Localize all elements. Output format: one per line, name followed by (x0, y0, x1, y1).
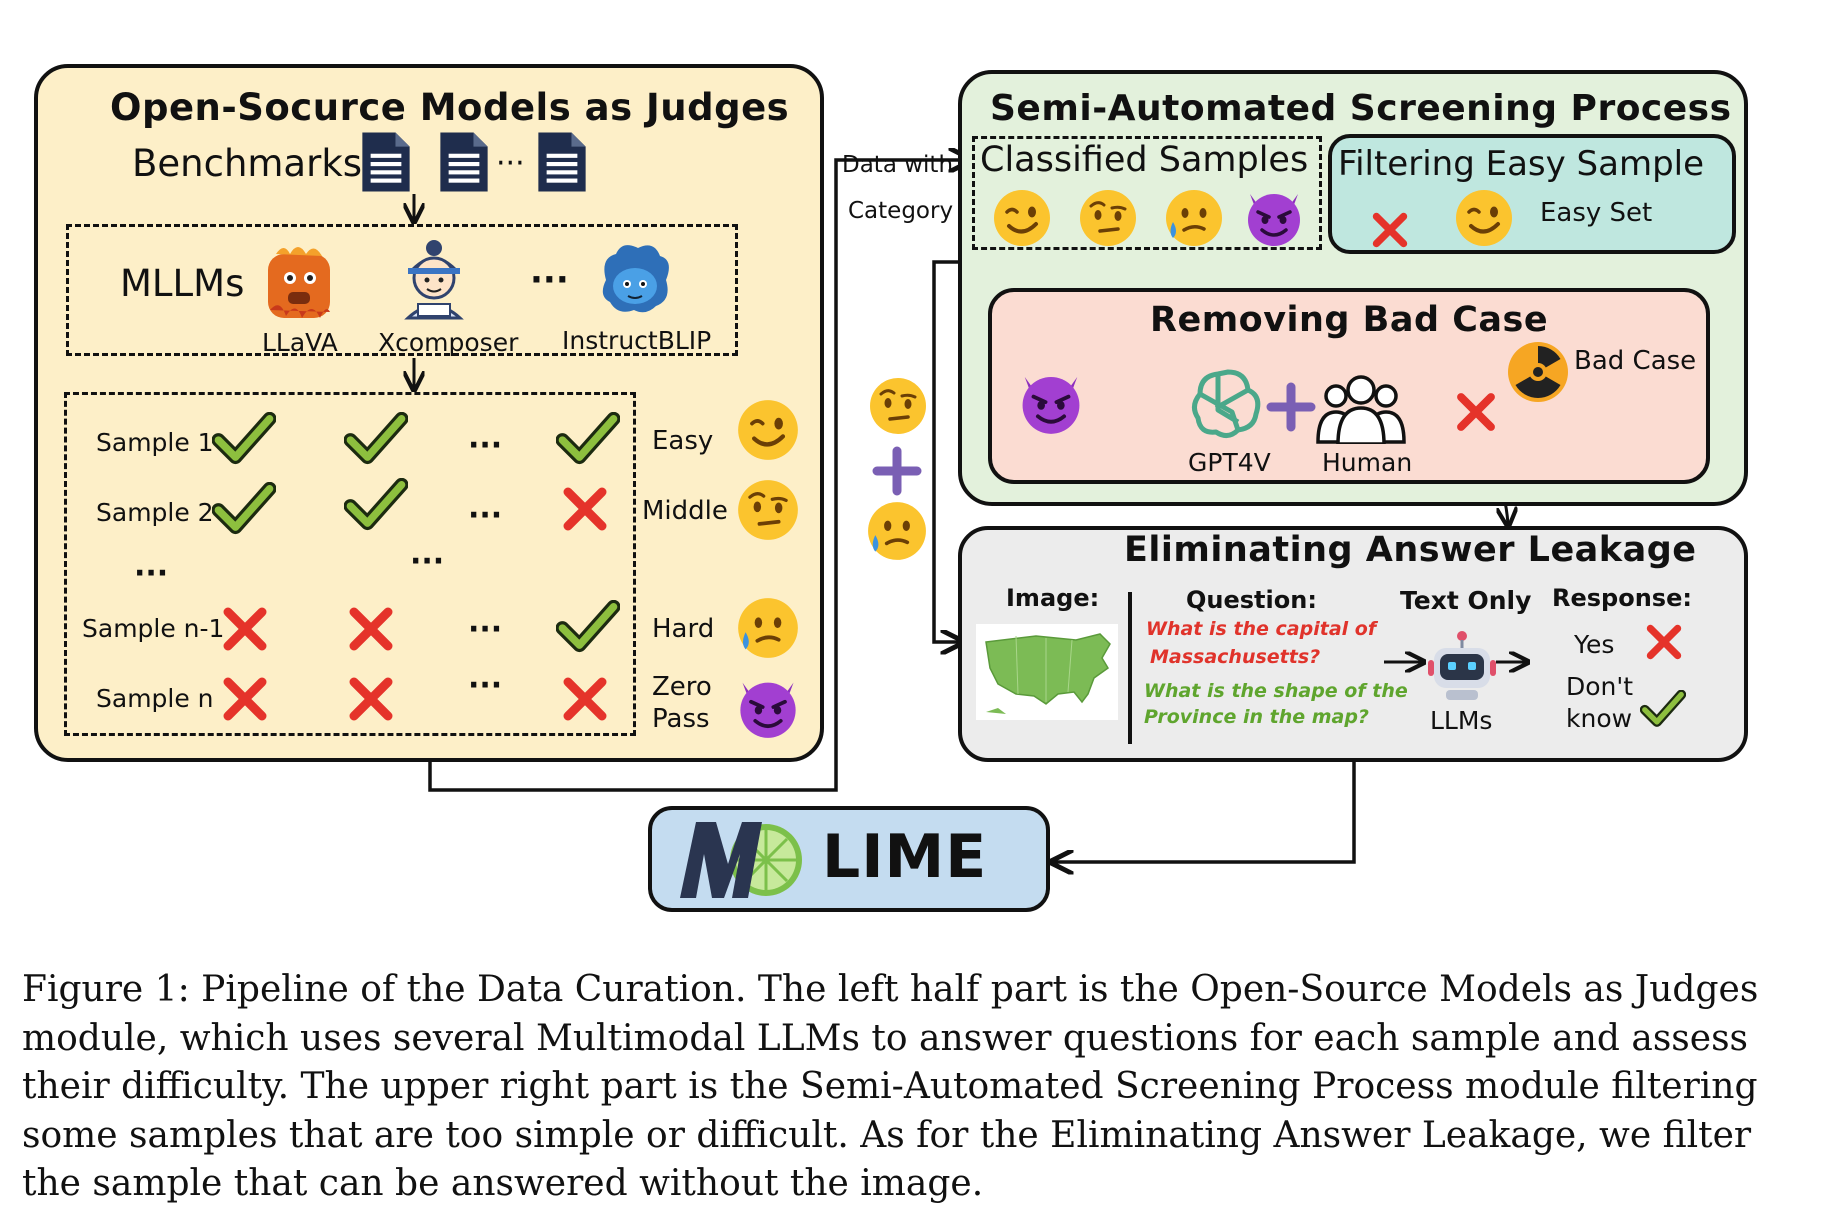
classified-samples-box (972, 136, 1322, 250)
rows-ellipsis: ··· (134, 556, 169, 591)
sample-label: Sample 1 (96, 428, 214, 457)
response-dont: Don't (1566, 672, 1634, 701)
lime-logo-icon (680, 822, 802, 898)
bad-case-title: Removing Bad Case (1150, 300, 1549, 340)
text-only-label: Text Only (1400, 586, 1532, 615)
sample-label: Sample 2 (96, 498, 214, 527)
devil-emoji-icon (1242, 184, 1306, 248)
gpt4v-icon (1192, 369, 1261, 438)
judges-title: Open-Socurce Models as Judges (110, 86, 790, 129)
models-ellipsis: ··· (530, 260, 569, 300)
model-label-xcomposer: Xcomposer (378, 328, 519, 357)
row-ellipsis: ··· (468, 612, 503, 647)
classified-samples-label: Classified Samples (980, 140, 1309, 180)
raised-eyebrow-emoji-icon (868, 376, 928, 436)
bad-case-label: Bad Case (1574, 346, 1697, 376)
row-ellipsis: ··· (468, 428, 503, 463)
row-ellipsis: ··· (468, 668, 503, 703)
question-red-line1: What is the capital of (1146, 618, 1377, 640)
us-map-image (976, 624, 1118, 720)
xcomposer-icon (404, 240, 464, 320)
response-know: know (1566, 704, 1633, 733)
screening-title: Semi-Automated Screening Process (990, 88, 1732, 129)
easy-set-label: Easy Set (1540, 198, 1653, 228)
response-label: Response: (1552, 584, 1692, 612)
question-green-line1: What is the shape of the (1144, 680, 1408, 702)
benchmarks-ellipsis: ··· (496, 146, 525, 181)
difficulty-middle: Middle (642, 496, 728, 526)
raised-eyebrow-emoji-icon (1078, 188, 1138, 248)
question-green-line2: Province in the map? (1144, 706, 1369, 728)
leakage-title: Eliminating Answer Leakage (1124, 530, 1697, 570)
llava-icon (268, 247, 330, 318)
difficulty-hard: Hard (652, 614, 715, 644)
instructblip-icon (602, 245, 669, 313)
difficulty-easy: Easy (652, 426, 714, 456)
sweat-smile-emoji-icon (866, 500, 928, 562)
wink-emoji-icon (992, 188, 1052, 248)
cross-mark (1644, 622, 1684, 662)
question-label: Question: (1186, 586, 1317, 614)
plus-icon (872, 446, 922, 496)
cross-mark (1454, 390, 1498, 434)
figure-caption: Figure 1: Pipeline of the Data Curation.… (22, 969, 1759, 1204)
radioactive-icon (1508, 342, 1568, 402)
plus-icon (1266, 382, 1316, 432)
devil-emoji-icon (1016, 366, 1086, 436)
human-label: Human (1322, 448, 1413, 477)
wink-emoji-icon (1454, 188, 1514, 248)
row-ellipsis: ··· (468, 498, 503, 533)
sample-label: Sample n (96, 684, 214, 713)
model-label-instructblip: InstructBLIP (562, 326, 712, 355)
llms-label: LLMs (1430, 706, 1493, 735)
human-icon (1316, 375, 1406, 444)
mllms-label: MLLMs (120, 262, 245, 305)
question-red-line2: Massachusetts? (1150, 646, 1321, 668)
sweat-smile-emoji-icon (1164, 188, 1224, 248)
leakage-divider (1128, 592, 1132, 744)
mllms-box (66, 224, 738, 356)
filtering-label: Filtering Easy Sample (1338, 144, 1705, 184)
judges-panel (34, 64, 824, 762)
samples-box (64, 392, 636, 736)
data-with-label: Data with (842, 152, 954, 178)
rows-ellipsis: ··· (410, 544, 445, 579)
image-label: Image: (1006, 584, 1100, 612)
benchmarks-label: Benchmarks (132, 142, 363, 185)
leakage-arrows (1384, 640, 1530, 680)
response-yes: Yes (1574, 630, 1615, 659)
difficulty-pass: Pass (652, 704, 710, 734)
check-mark (1640, 690, 1686, 728)
sample-label: Sample n-1 (82, 614, 225, 643)
model-label-llava: LLaVA (262, 328, 338, 357)
lime-label: LIME (822, 822, 988, 892)
gpt4v-label: GPT4V (1188, 448, 1271, 477)
robot-icon (1428, 631, 1496, 700)
difficulty-zero: Zero (652, 672, 712, 702)
cross-mark (1370, 210, 1410, 250)
category-label: Category (848, 198, 954, 224)
